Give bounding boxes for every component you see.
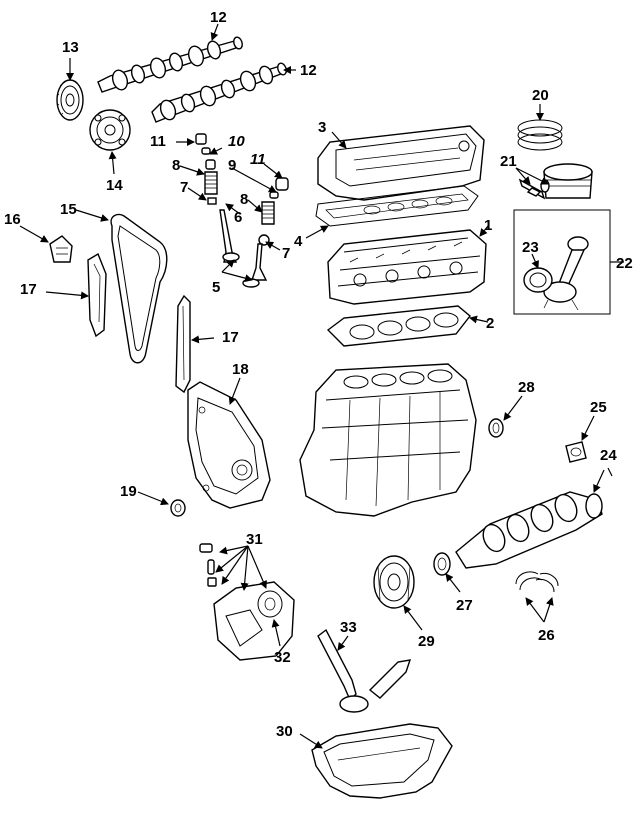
valve-cover-gasket	[315, 185, 479, 227]
callout-22: 22	[616, 255, 633, 272]
callout-24: 24	[600, 447, 617, 464]
callout-16: 16	[4, 211, 21, 228]
leader-lines	[19, 23, 624, 749]
callout-17a: 17	[20, 281, 37, 298]
oil-pickup	[317, 628, 412, 713]
chain-tensioner	[49, 235, 73, 263]
oil-pan	[311, 723, 453, 799]
callout-21: 21	[500, 153, 517, 170]
piston	[518, 163, 593, 200]
engine-block	[299, 363, 477, 517]
cylinder-head	[327, 229, 487, 305]
callout-33: 33	[340, 619, 357, 636]
chain-guide-right	[175, 294, 191, 394]
callout-8a: 8	[172, 157, 180, 174]
callout-12a: 12	[210, 9, 227, 26]
callout-19: 19	[120, 483, 137, 500]
callout-30: 30	[276, 723, 293, 740]
callout-2: 2	[486, 315, 494, 332]
callout-23: 23	[522, 239, 539, 256]
callout-18: 18	[232, 361, 249, 378]
callout-26: 26	[538, 627, 555, 644]
callout-11a: 11	[150, 133, 166, 150]
crank-bearing	[565, 441, 587, 463]
callout-7b: 7	[282, 245, 290, 262]
timing-cover	[187, 381, 271, 509]
callout-12b: 12	[300, 62, 317, 79]
callout-27: 27	[456, 597, 473, 614]
valve-components	[195, 133, 289, 288]
callout-32: 32	[274, 649, 291, 666]
callout-5: 5	[212, 279, 220, 296]
vvt-gear	[89, 109, 131, 151]
callout-31: 31	[246, 531, 263, 548]
callout-14: 14	[106, 177, 123, 194]
callout-4: 4	[294, 233, 303, 250]
callout-1: 1	[484, 217, 492, 234]
timing-chain	[110, 213, 168, 364]
cam-sprocket	[56, 79, 84, 121]
camshaft-upper	[97, 36, 244, 93]
rear-main-seal	[488, 418, 504, 438]
thrust-washers	[515, 571, 559, 593]
head-gasket	[326, 305, 471, 347]
callout-9: 9	[228, 157, 236, 174]
callout-20: 20	[532, 87, 549, 104]
callout-7a: 7	[180, 179, 188, 196]
crank-pulley	[373, 555, 415, 609]
callout-25: 25	[590, 399, 607, 416]
valve-cover	[317, 125, 485, 201]
callout-8b: 8	[240, 191, 248, 208]
crankshaft	[455, 491, 603, 569]
callout-3: 3	[318, 119, 326, 136]
piston-rings	[517, 119, 563, 151]
callout-labels: 12 12 13 14 11 10 8 7 9 11 8 6 7 5 3 4 1…	[4, 9, 633, 740]
callout-15: 15	[60, 201, 77, 218]
callout-11b: 11	[250, 151, 266, 168]
callout-29: 29	[418, 633, 435, 650]
chain-guide-left	[87, 252, 107, 338]
callout-28: 28	[518, 379, 535, 396]
camshaft-lower	[151, 62, 288, 123]
callout-6: 6	[234, 209, 242, 226]
callout-10: 10	[228, 133, 245, 150]
oil-pump	[199, 543, 295, 661]
callout-17b: 17	[222, 329, 239, 346]
crank-seal-front	[170, 499, 186, 517]
callout-13: 13	[62, 39, 79, 56]
crank-sprocket	[433, 552, 451, 576]
